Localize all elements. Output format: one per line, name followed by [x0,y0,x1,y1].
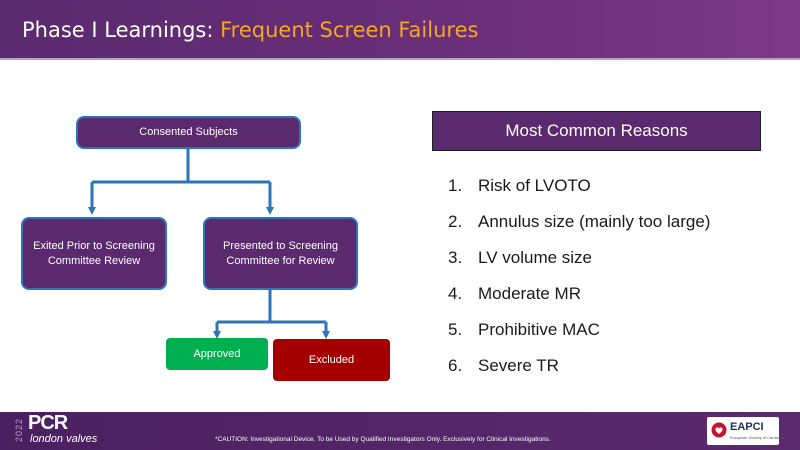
eapci-logo: EAPCI European Society of Cardiology [707,417,786,445]
excluded-box: Excluded [273,339,390,381]
flowchart-connectors [88,149,330,339]
eapci-subtitle: European Society of Cardiology [730,435,787,440]
reason-item: 4.Moderate MR [448,284,581,303]
presented-to-committee-box: Presented to Screening Committee for Rev… [203,217,358,290]
caution-notice: *CAUTION: Investigational Device. To be … [215,436,551,443]
reason-item: 5.Prohibitive MAC [448,320,600,339]
approved-box: Approved [166,338,268,370]
consented-subjects-box: Consented Subjects [76,116,301,149]
title-divider [0,58,800,60]
exited-prior-box: Exited Prior to Screening Committee Revi… [21,217,167,290]
footer-bar [0,412,800,450]
slide-title: Phase I Learnings: Frequent Screen Failu… [22,18,479,42]
reasons-list: 1.Risk of LVOTO 2.Annulus size (mainly t… [448,176,710,392]
pcr-logo: PCR [28,412,68,434]
eapci-name: EAPCI [730,421,764,433]
slide-title-accent: Frequent Screen Failures [220,18,479,42]
title-bar: Phase I Learnings: Frequent Screen Failu… [0,0,800,58]
heart-icon [711,422,727,438]
reason-item: 3.LV volume size [448,248,593,267]
reason-item: 2.Annulus size (mainly too large) [448,212,711,231]
pcr-logo-subtitle: london valves [30,433,98,445]
reason-item: 1.Risk of LVOTO [448,176,591,195]
reasons-header: Most Common Reasons [432,111,761,151]
footer-year: 2022 [14,418,24,443]
reason-item: 6.Severe TR [448,356,559,375]
